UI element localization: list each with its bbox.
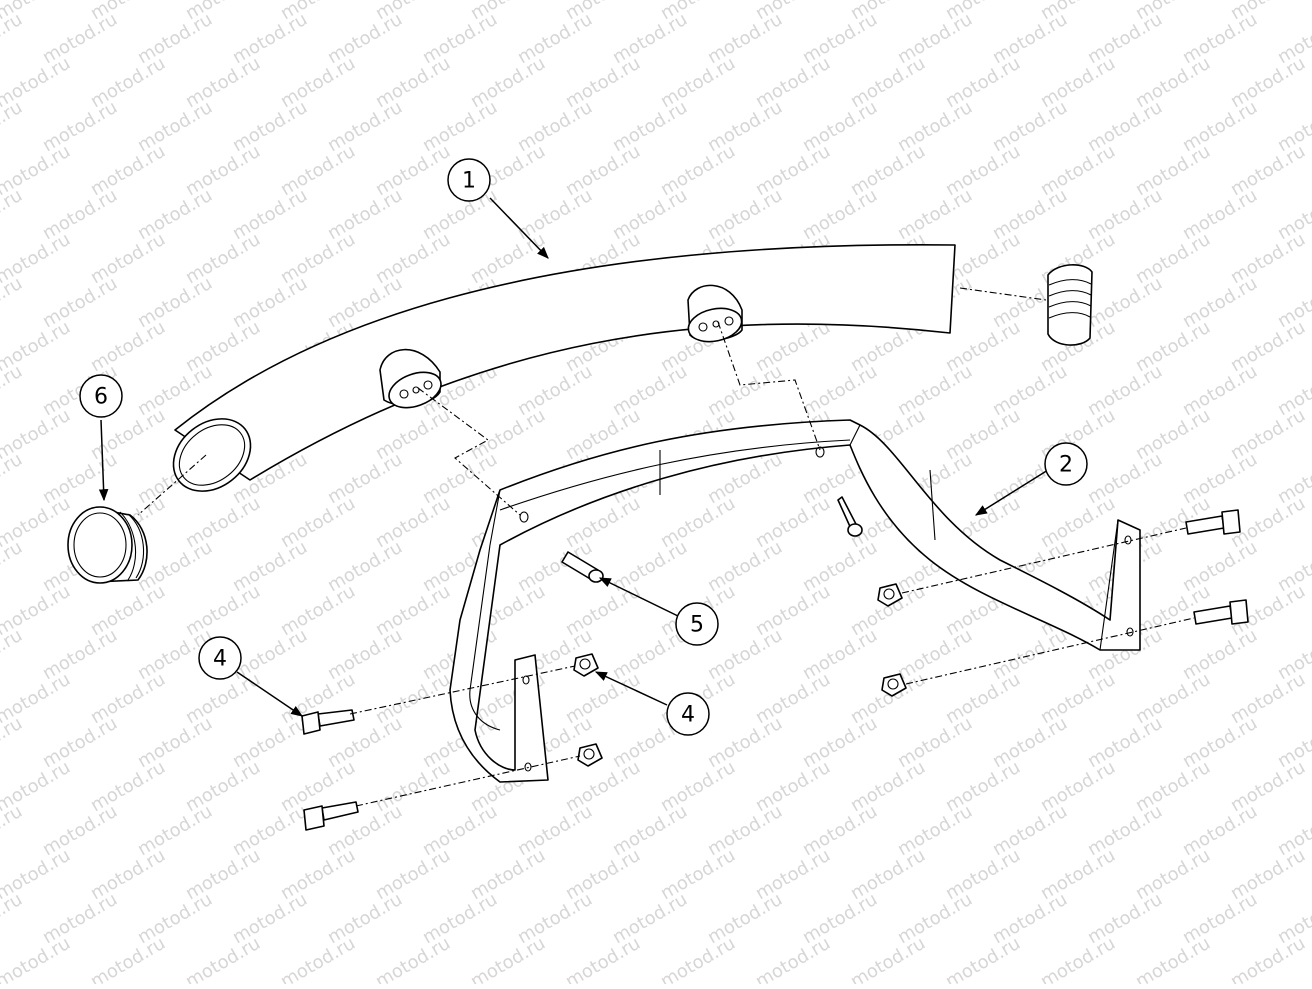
watermark-text: motod.ru [0,713,26,772]
watermark-text: motod.ru [1132,933,1214,984]
watermark-text: motod.ru [0,801,26,860]
watermark-text: motod.ru [87,933,169,984]
watermark-text: motod.ru [752,933,834,984]
callout-2-label: 2 [1059,453,1073,478]
watermark-text: motod.ru [942,933,1024,984]
tube-end-plug-right [1047,264,1093,346]
callout-4-left: 4 [198,636,242,680]
callout-2: 2 [1044,442,1088,486]
tube-part-1 [172,244,956,492]
watermark-text: motod.ru [0,185,26,244]
watermark-text: motod.ru [0,273,26,332]
bolt-left-upper [301,709,355,735]
bolt-right-lower [1193,599,1249,625]
watermark-text: motod.ru [0,537,26,596]
callout-4-right-label: 4 [681,703,695,728]
nut-left-lower [577,743,603,767]
callout-1: 1 [447,158,491,202]
bolt-right-upper [1185,509,1241,535]
watermark-text: motod.ru [657,933,739,984]
nut-left-upper [573,653,599,677]
bracket-part-2 [449,419,1141,783]
watermark-text: motod.ru [847,933,929,984]
watermark-text: motod.ru [0,933,74,984]
screw-part-5 [561,551,604,583]
tube-end-plug-left-part-6 [67,506,148,584]
watermark-text: motod.ru [0,9,26,68]
leader-lines [98,197,1049,717]
callout-6: 6 [79,374,123,418]
watermark-text: motod.ru [1227,933,1309,984]
watermark-text: motod.ru [0,449,26,508]
nut-right-lower [881,673,907,697]
watermark-text: motod.ru [182,933,264,984]
assembly-centerlines [137,287,1195,807]
bolt-left-lower [303,801,359,831]
screw-upper [837,496,863,537]
nut-right-upper [877,583,903,607]
watermark-text: motod.ru [372,933,454,984]
callout-5: 5 [675,602,719,646]
watermark-text: motod.ru [0,625,26,684]
watermark-text: motod.ru [1037,933,1119,984]
watermark-text: motod.ru [0,889,26,948]
callout-1-label: 1 [462,169,476,194]
callout-5-label: 5 [690,613,704,638]
watermark-text: motod.ru [562,933,644,984]
callout-4-left-label: 4 [213,647,227,672]
watermark-text: motod.ru [0,361,26,420]
callout-6-label: 6 [94,385,108,410]
callout-4-right: 4 [666,692,710,736]
watermark-text: motod.ru [277,933,359,984]
watermark-text: motod.ru [467,933,549,984]
watermark-text: motod.ru [0,97,26,156]
